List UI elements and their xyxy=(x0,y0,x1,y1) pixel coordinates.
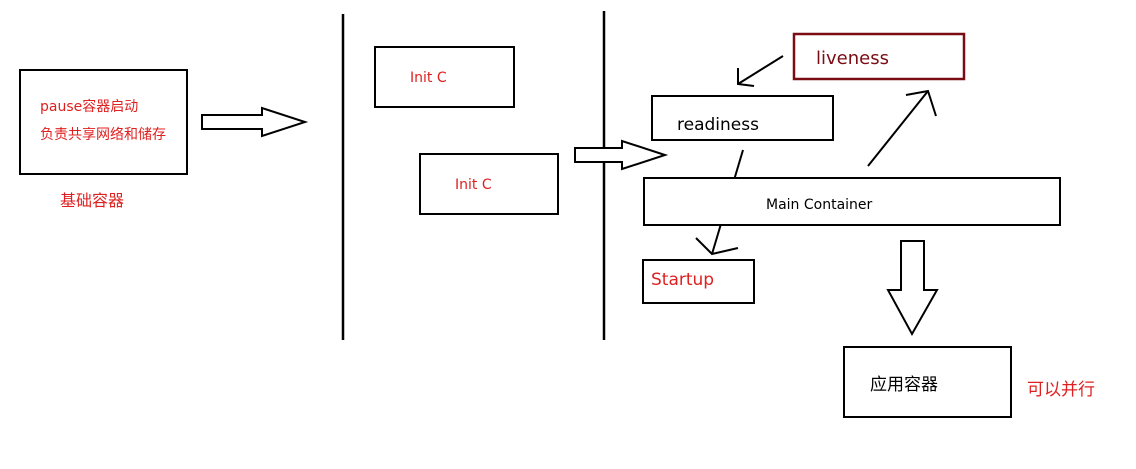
init-container-label-1: Init C xyxy=(410,70,447,86)
app-container-box xyxy=(843,346,1012,418)
base-container-line1: pause容器启动 xyxy=(40,98,138,115)
readiness-probe-box xyxy=(651,95,834,141)
app-container-note: 可以并行 xyxy=(1027,380,1095,400)
startup-probe-label: Startup xyxy=(651,270,714,290)
startup-probe-box xyxy=(642,259,755,304)
line-arrow-icon xyxy=(867,89,937,167)
hollow-arrow-icon xyxy=(574,139,669,171)
readiness-probe-label: readiness xyxy=(677,115,759,135)
base-container-caption: 基础容器 xyxy=(60,191,124,210)
line-arrow-icon xyxy=(737,55,784,87)
base-container-line2: 负责共享网络和储存 xyxy=(40,126,166,143)
init-container-box-2 xyxy=(419,153,559,215)
hollow-arrow-icon xyxy=(201,106,309,138)
main-container-label: Main Container xyxy=(766,197,873,213)
liveness-probe-label: liveness xyxy=(816,48,889,69)
hollow-arrow-icon xyxy=(886,240,939,337)
init-container-label-2: Init C xyxy=(455,177,492,193)
liveness-probe-box xyxy=(792,32,966,81)
app-container-label: 应用容器 xyxy=(870,375,938,395)
main-container-box xyxy=(643,177,1061,226)
base-container-box xyxy=(19,69,188,175)
init-container-box-1 xyxy=(374,46,515,108)
